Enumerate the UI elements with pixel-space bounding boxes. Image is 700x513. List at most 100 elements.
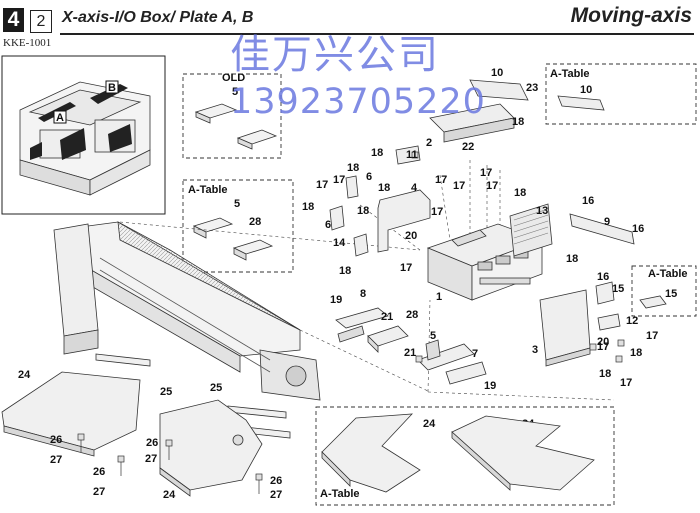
callout-10-atable: 10 [580, 84, 592, 96]
header-rule [60, 33, 694, 35]
callout-17-j: 17 [597, 341, 609, 353]
callout-20-b: 20 [597, 336, 609, 348]
callout-18-h: 18 [566, 253, 578, 265]
machine-overview-inset: A B [1, 55, 166, 215]
callout-24-atable-a: 24 [423, 418, 436, 430]
callout-25-a: 25 [160, 386, 172, 398]
callout-16-b: 16 [632, 223, 644, 235]
callout-28-atable: 28 [249, 216, 261, 228]
callout-18-f: 18 [357, 205, 369, 217]
old-box-label: OLD [222, 72, 245, 84]
callout-24-b: 24 [163, 489, 176, 501]
callout-28: 28 [406, 309, 418, 321]
callout-11: 11 [406, 149, 418, 161]
category-title: Moving-axis [570, 4, 692, 27]
callout-16-a: 16 [582, 195, 594, 207]
callout-18-c: 18 [347, 162, 359, 174]
watermark-company: 佳万兴公司 [230, 32, 440, 78]
callout-18-b: 18 [371, 147, 383, 159]
page-number-box: 2 [30, 10, 52, 33]
right-block-parts [539, 281, 621, 367]
callout-19-a: 19 [330, 294, 342, 306]
watermark: 佳万兴公司 13923705220 [230, 30, 490, 124]
callout-26-c: 26 [93, 466, 105, 478]
callout-17-i: 17 [646, 330, 658, 342]
callout-6-a: 6 [366, 171, 372, 183]
callout-17-d: 17 [480, 167, 492, 179]
watermark-phone: 13923705220 [230, 82, 486, 122]
page-title: X-axis-I/O Box/ Plate A, B [62, 9, 254, 26]
callout-labels: 10 23 18 2 22 18 11 18 17 6 17 18 4 17 1… [18, 67, 658, 501]
callout-5-old: 5 [232, 86, 238, 98]
callout-10: 10 [491, 67, 503, 79]
callout-18-g: 18 [514, 187, 526, 199]
callout-17-b: 17 [316, 179, 328, 191]
callout-16-c: 16 [597, 271, 609, 283]
callout-17-f: 17 [486, 180, 498, 192]
callout-12: 12 [626, 315, 638, 327]
callout-2: 2 [426, 137, 432, 149]
old-version-box: OLD 5 [182, 72, 282, 159]
part-code: KKE-1001 [3, 37, 52, 49]
callout-5: 5 [430, 330, 436, 342]
x-axis-frame [53, 221, 321, 401]
callout-5-atable: 5 [234, 198, 240, 210]
callout-20-a: 20 [405, 230, 417, 242]
side-bracket-parts [329, 175, 431, 257]
callout-18-d: 18 [378, 182, 390, 194]
callout-15: 15 [612, 283, 624, 295]
marker-b-label: B [108, 82, 116, 94]
a-table-box-bottom: A-Table 24 24 [315, 406, 615, 506]
cover-13 [509, 203, 553, 257]
callout-1: 1 [436, 291, 442, 303]
a-table-label-bottom: A-Table [320, 488, 360, 500]
callout-17-c: 17 [435, 174, 447, 186]
screws [77, 151, 625, 494]
lower-plate-parts [335, 307, 487, 385]
callout-4: 4 [411, 182, 418, 194]
a-table-label-top-right: A-Table [550, 68, 590, 80]
callout-27-d: 27 [270, 489, 282, 501]
a-table-label-right: A-Table [648, 268, 688, 280]
callout-26-d: 26 [270, 475, 282, 487]
callout-26-a: 26 [50, 434, 62, 446]
callout-13: 13 [536, 205, 548, 217]
marker-b-box [105, 80, 119, 94]
callout-17-e: 17 [453, 180, 465, 192]
callout-15-atable: 15 [665, 288, 677, 300]
callout-27-b: 27 [145, 453, 157, 465]
callout-17-a: 17 [333, 174, 345, 186]
callout-6-b: 6 [325, 219, 331, 231]
callout-25-b: 25 [210, 382, 222, 394]
callout-22: 22 [462, 141, 474, 153]
callout-8: 8 [360, 288, 366, 300]
a-table-box-left: A-Table 5 28 [182, 179, 294, 273]
callout-14: 14 [333, 237, 346, 249]
page-header: 4 2 X-axis-I/O Box/ Plate A, B Moving-ax… [0, 0, 700, 36]
rail-9 [569, 213, 635, 245]
callout-18-e: 18 [302, 201, 314, 213]
callout-17-h: 17 [400, 262, 412, 274]
callout-27-a: 27 [50, 454, 62, 466]
callout-3: 3 [532, 344, 538, 356]
callout-23: 23 [526, 82, 538, 94]
marker-a-box [53, 110, 67, 124]
marker-a-label: A [56, 112, 64, 124]
callout-9: 9 [604, 216, 610, 228]
callout-7: 7 [472, 348, 478, 360]
callout-18-a: 18 [512, 116, 524, 128]
callout-24-a: 24 [18, 369, 31, 381]
a-table-label-left: A-Table [188, 184, 228, 196]
callout-18-i: 18 [339, 265, 351, 277]
callout-21-b: 21 [404, 347, 416, 359]
callout-17-g: 17 [431, 206, 443, 218]
callout-18-k: 18 [599, 368, 611, 380]
base-plate-parts [1, 353, 291, 497]
section-number-badge: 4 [3, 8, 24, 32]
callout-26-b: 26 [146, 437, 158, 449]
a-table-box-top-right: A-Table 10 [545, 63, 697, 125]
callout-17-k: 17 [620, 377, 632, 389]
a-table-box-right: A-Table 15 [631, 265, 697, 317]
